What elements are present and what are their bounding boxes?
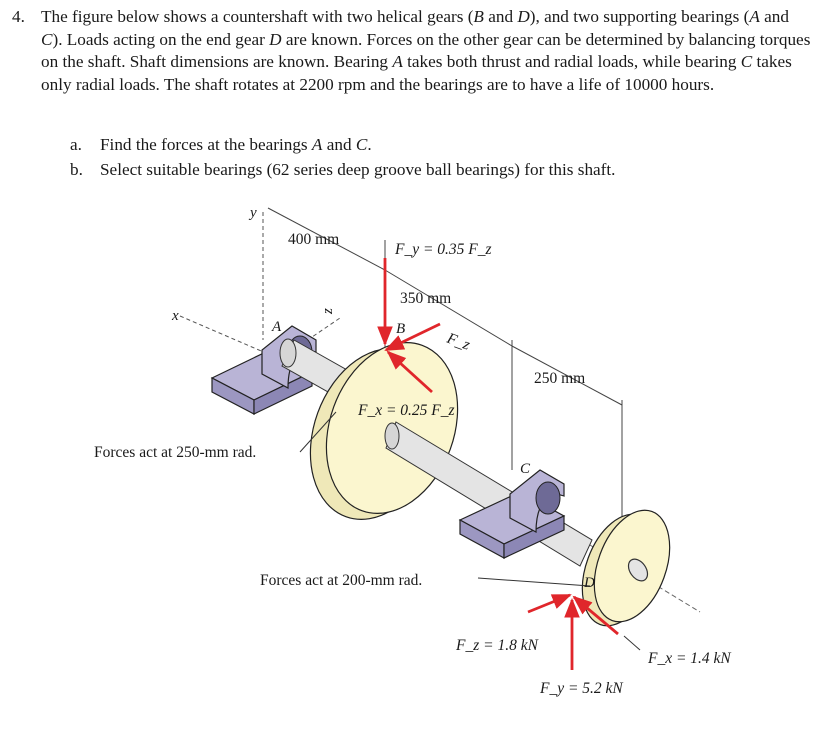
force-fz-d-arrow: [527, 593, 572, 614]
axis-z-label: z: [320, 308, 336, 315]
force-fy-b-label: F_y = 0.35 F_z: [394, 241, 492, 258]
force-fx-b-label: F_x = 0.25 F_z: [357, 402, 455, 419]
dimension-350mm: 350 mm: [400, 290, 451, 307]
gear-d: [581, 509, 671, 627]
dim-line-400: [267, 207, 386, 271]
force-fz-b-label: F_z: [444, 329, 473, 353]
problem-text: The figure below shows a countershaft wi…: [41, 7, 811, 94]
sub-questions: a.Find the forces at the bearings A and …: [70, 132, 615, 182]
force-fz-b-arrow: [384, 322, 441, 352]
leader-b-note: [299, 411, 337, 453]
part-a: a.Find the forces at the bearings A and …: [70, 135, 372, 154]
gear-b-label: B: [396, 321, 405, 337]
force-fx-d-label: F_x = 1.4 kN: [647, 650, 732, 667]
bearing-c-label: C: [520, 461, 531, 477]
problem-number: 4.: [12, 7, 25, 26]
axis-x-label: x: [171, 308, 179, 324]
shaft-end-a: [279, 338, 297, 368]
force-fz-d-label: F_z = 1.8 kN: [455, 637, 540, 654]
dimension-250mm: 250 mm: [534, 370, 585, 387]
bearing-a-label: A: [271, 319, 282, 335]
bearing-c: [458, 469, 566, 560]
part-b: b.Select suitable bearings (62 series de…: [70, 160, 616, 179]
problem-statement: 4. The figure below shows a countershaft…: [12, 6, 812, 96]
gear-d-radius-note: Forces act at 200-mm rad.: [260, 572, 422, 589]
shaft-face-b: [384, 422, 400, 450]
force-fx-d-arrow: [572, 595, 619, 636]
gear-b-radius-note: Forces act at 250-mm rad.: [94, 444, 256, 461]
leader-fx-d: [623, 635, 641, 651]
force-fx-b-arrow: [386, 350, 433, 394]
axis-y-label: y: [248, 205, 257, 221]
leader-d-note: [477, 577, 591, 587]
dimension-400mm: 400 mm: [288, 231, 339, 248]
gear-d-label: D: [583, 575, 595, 591]
dim-line-350: [384, 269, 513, 347]
force-fy-d-label: F_y = 5.2 kN: [539, 680, 624, 697]
shaft-end-d: [627, 558, 649, 582]
dim-line-250: [511, 345, 623, 406]
